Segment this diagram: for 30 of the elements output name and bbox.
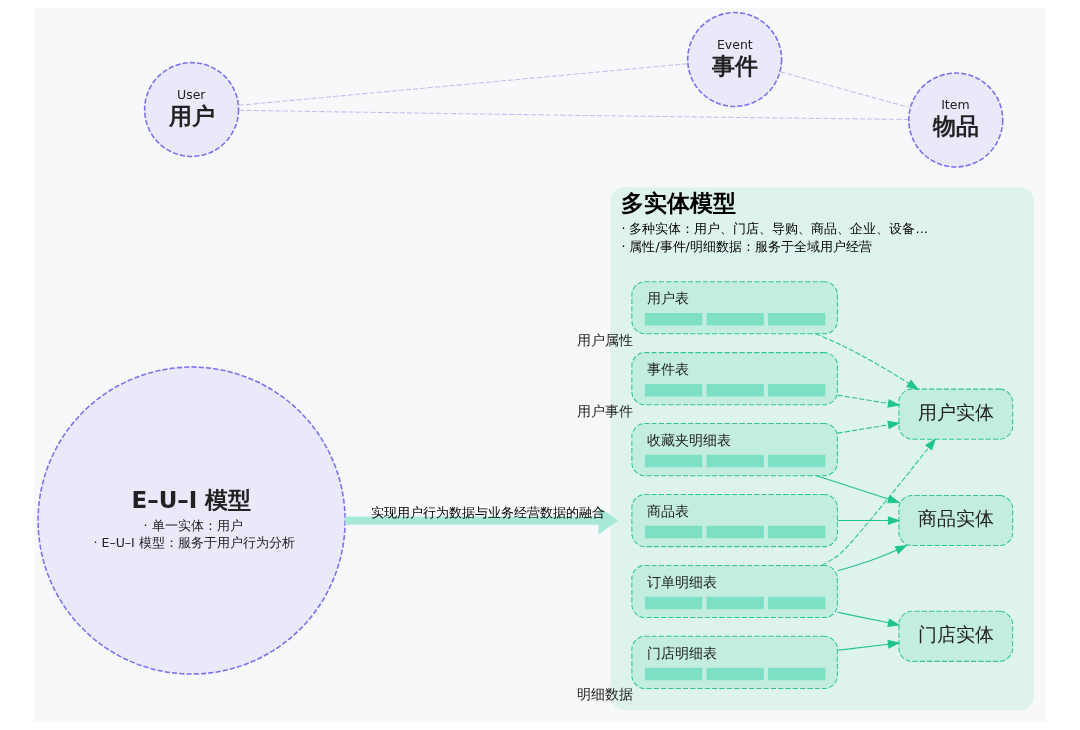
node-circle: Item 物品 — [908, 72, 1004, 168]
node-label: 明细数据 — [576, 686, 633, 703]
node-label: 用户事件 — [576, 402, 633, 419]
arrow — [837, 639, 901, 651]
arrow — [345, 506, 619, 535]
node-circle: Event 事件 — [686, 11, 783, 108]
edge-label: 实现用户行为数据与业务经营数据的融合 — [371, 505, 606, 521]
arrow — [837, 420, 901, 434]
arrow — [815, 475, 901, 504]
node-box: 门店明细表 — [631, 635, 838, 689]
connector — [779, 71, 911, 109]
connector — [238, 63, 689, 106]
node-box: 收藏夹明细表 — [631, 423, 838, 477]
arrow — [815, 333, 920, 390]
arrow — [821, 437, 937, 566]
node-box: 商品表 — [631, 493, 838, 548]
node-label: 用户属性 — [576, 331, 633, 348]
arrow — [837, 394, 901, 408]
node-box: 用户实体 — [898, 388, 1014, 440]
node-box: 商品实体 — [898, 495, 1014, 547]
arrow — [837, 545, 908, 572]
node-box: 用户表 — [631, 281, 838, 335]
arrow — [837, 516, 901, 525]
connector — [238, 109, 909, 120]
node-circle: User 用户 — [143, 61, 240, 158]
arrow — [837, 611, 901, 627]
node-box: 门店实体 — [898, 610, 1014, 662]
node-box: 订单明细表 — [631, 564, 838, 619]
node-box: 事件表 — [631, 352, 838, 406]
node-circle: E–U–I 模型 · 单一实体：用户 · E–U–I 模型：服务于用户行为分析 — [37, 366, 346, 675]
